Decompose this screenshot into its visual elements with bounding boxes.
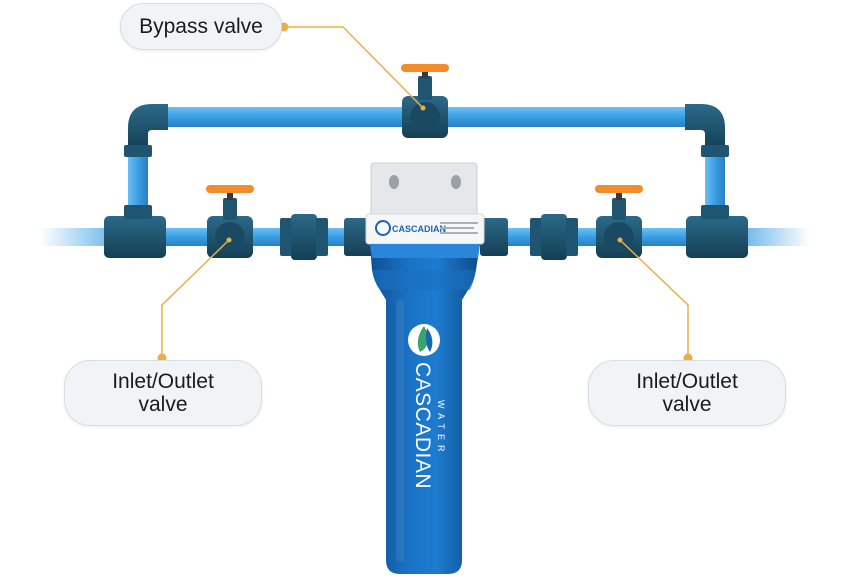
tee-fitting-right — [686, 205, 748, 258]
housing-brand-text: CASCADIAN — [411, 362, 434, 489]
callout-inlet-outlet-right: Inlet/Outlet valve — [588, 360, 786, 426]
head-logo-icon — [375, 220, 391, 236]
housing-logo: CASCADIAN WATER — [408, 324, 446, 489]
callout-right-line1: Inlet/Outlet — [636, 370, 738, 393]
tee-fitting-left — [104, 205, 166, 258]
leader-lines — [161, 26, 689, 358]
filter-housing — [370, 244, 480, 574]
leader-line-bypass — [282, 26, 424, 109]
callout-left-line1: Inlet/Outlet — [112, 370, 214, 393]
housing-sub-text: WATER — [436, 400, 446, 457]
callout-right-line2: valve — [662, 393, 712, 416]
inlet-valve-right — [595, 185, 643, 258]
inlet-valve-right-handle — [595, 185, 643, 193]
union-fitting-left — [280, 214, 328, 260]
callout-bypass-text: Bypass valve — [139, 15, 263, 38]
head-brand-text: CASCADIAN — [392, 224, 446, 234]
inlet-valve-left-handle — [206, 185, 254, 193]
union-fitting-right — [530, 214, 578, 260]
filter-head: CASCADIAN — [365, 213, 485, 245]
bypass-valve-handle — [401, 64, 449, 72]
bypass-valve — [401, 64, 449, 138]
outlet-connector-right — [480, 218, 508, 256]
callout-bypass-valve: Bypass valve — [120, 3, 282, 50]
leader-line-right — [619, 239, 689, 358]
mounting-bracket — [370, 162, 478, 226]
inlet-valve-left — [206, 185, 254, 258]
leader-line-left — [161, 239, 230, 358]
callout-inlet-outlet-left: Inlet/Outlet valve — [64, 360, 262, 426]
callout-left-line2: valve — [138, 393, 188, 416]
